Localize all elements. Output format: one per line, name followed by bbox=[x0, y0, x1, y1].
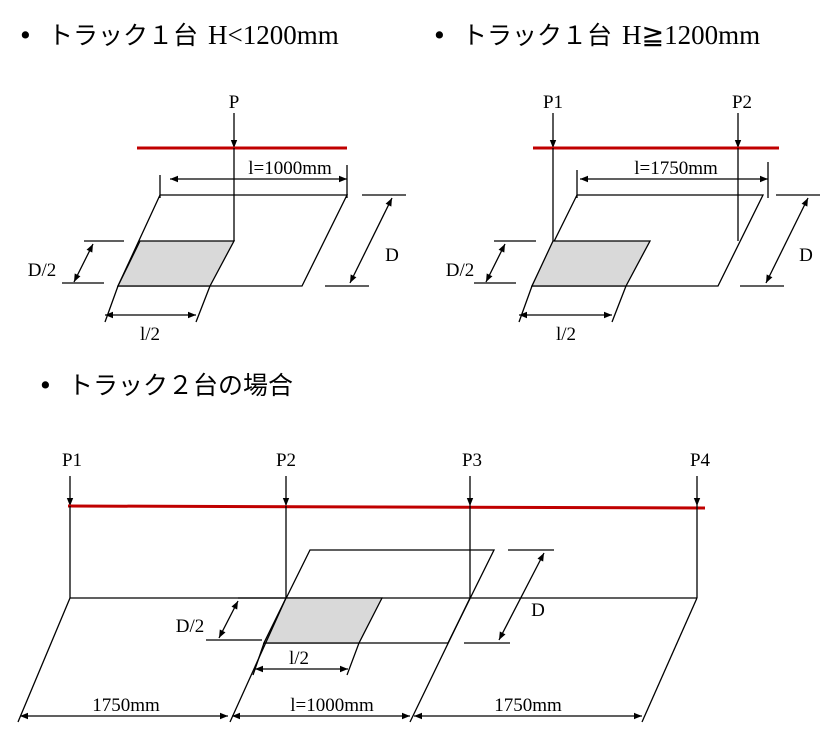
load-label-p4: P4 bbox=[690, 450, 711, 471]
half-depth-dimension bbox=[73, 243, 94, 283]
heading-title: トラック１台 bbox=[462, 21, 613, 50]
load-label-p2: P2 bbox=[732, 92, 752, 113]
load-label-p2: P2 bbox=[276, 450, 296, 471]
ext-line bbox=[195, 285, 211, 323]
diagram-truck1-low: P l=1000mm D D/2 l/2 bbox=[28, 92, 406, 345]
ext-line bbox=[641, 597, 698, 723]
depth-dimension bbox=[498, 552, 545, 641]
half-depth-label: D/2 bbox=[28, 260, 57, 281]
length-label: l=1750mm bbox=[634, 158, 718, 179]
span-label-right: 1750mm bbox=[494, 695, 562, 716]
half-depth-dimension bbox=[485, 243, 506, 283]
diagram-truck2: P1 P2 P3 P4 1750mm l=1000mm 1750mm bbox=[17, 450, 711, 723]
half-depth-label: D/2 bbox=[176, 616, 205, 637]
load-label-p1: P1 bbox=[62, 450, 82, 471]
half-depth-label: D/2 bbox=[446, 260, 475, 281]
half-depth-dimension bbox=[218, 600, 239, 639]
depth-label: D bbox=[799, 245, 813, 266]
heading-condition: H<1200mm bbox=[208, 20, 339, 50]
heading-truck2: • トラック２台の場合 bbox=[38, 366, 293, 402]
heading-truck1-high: • トラック１台 H≧1200mm bbox=[432, 16, 760, 52]
depth-label: D bbox=[385, 245, 399, 266]
load-line bbox=[67, 504, 706, 510]
bullet: • bbox=[38, 371, 53, 400]
bullet: • bbox=[432, 21, 447, 50]
heading-title: トラック２台の場合 bbox=[68, 371, 294, 400]
load-label-p1: P1 bbox=[543, 92, 563, 113]
slab-outline bbox=[116, 194, 349, 287]
diagram-truck1-high: P1 P2 l=1750mm D D/2 l/2 bbox=[446, 92, 820, 345]
ext-line bbox=[252, 642, 265, 676]
half-length-label: l/2 bbox=[289, 648, 309, 669]
half-length-label: l/2 bbox=[556, 324, 576, 345]
ext-line bbox=[17, 597, 71, 723]
ext-line bbox=[346, 642, 360, 676]
length-label: l=1000mm bbox=[248, 158, 332, 179]
load-label: P bbox=[229, 92, 240, 113]
shaded-area bbox=[262, 597, 384, 644]
heading-condition: H≧1200mm bbox=[622, 20, 761, 50]
bullet: • bbox=[18, 21, 33, 50]
half-length-label: l/2 bbox=[140, 324, 160, 345]
load-label-p3: P3 bbox=[462, 450, 482, 471]
ext-line bbox=[104, 285, 119, 323]
heading-title: トラック１台 bbox=[48, 21, 199, 50]
depth-dimension bbox=[349, 197, 393, 284]
span-label-middle: l=1000mm bbox=[290, 695, 374, 716]
depth-dimension bbox=[765, 197, 809, 284]
depth-label: D bbox=[531, 600, 545, 621]
ext-line bbox=[518, 285, 533, 323]
heading-truck1-low: • トラック１台 H<1200mm bbox=[18, 16, 339, 52]
ext-line bbox=[409, 597, 471, 723]
ext-line bbox=[611, 285, 627, 323]
shaded-area bbox=[530, 240, 652, 287]
span-label-left: 1750mm bbox=[92, 695, 160, 716]
